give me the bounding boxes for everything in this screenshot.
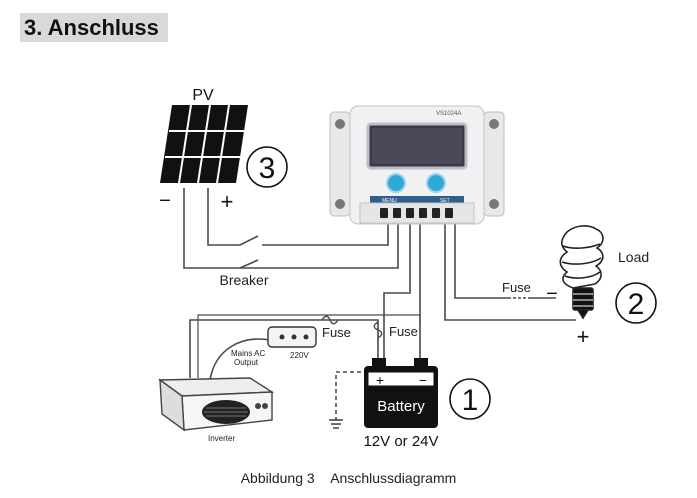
breaker-label: Breaker [219,272,268,288]
ac-socket [267,326,317,348]
load-minus-sign: − [546,283,558,305]
pv-minus-sign: − [159,190,171,212]
breaker-switch-lower [239,259,259,269]
fuse-battery-label: Fuse [389,324,418,339]
wire-pv-positive [207,188,240,246]
figure-number: Abbildung 3 [240,470,315,486]
battery [364,358,438,428]
controller-set-label: SET [440,198,450,204]
wire-inverter-positive [189,319,379,378]
pv-label: PV [192,87,214,104]
wire-inverter-negative [197,314,421,378]
wiring [183,188,576,429]
mains-ac-label-2: Output [234,358,259,367]
load-bulb [559,225,604,320]
fuse-battery-symbol [373,321,383,339]
figure-caption: Abbildung 3 Anschlussdiagramm [0,470,697,486]
pv-panel [160,104,248,184]
inverter-label: Inverter [208,434,235,443]
controller-menu-label: MENU [382,198,397,204]
marker-2: 2 [628,288,645,321]
marker-1-circle [449,378,491,420]
wire-battery-positive [383,223,411,360]
marker-1: 1 [462,384,479,417]
socket-voltage-label: 220V [290,351,309,360]
battery-voltage-label: 12V or 24V [363,433,438,450]
mains-ac-label-1: Mains AC [231,349,265,358]
section-heading: 3. Anschluss [24,15,159,40]
inverter [157,377,275,432]
pv-plus-sign: + [221,189,234,214]
fuse-load-label: Fuse [502,280,531,295]
marker-3: 3 [259,152,276,185]
wire-mains-output [209,338,271,381]
breaker-switch [239,235,259,246]
fuse-inverter-symbol [321,315,339,325]
fuse-inverter-label: Fuse [322,325,351,340]
wire-load-positive [444,223,576,321]
menu-knob [386,173,406,193]
figure-title: Anschlussdiagramm [330,470,457,486]
wire-ground [335,371,368,420]
battery-label: Battery [377,398,425,415]
load-plus-sign: + [577,324,590,349]
solar-charge-controller [329,105,505,225]
controller-brand: VS1024A [436,111,461,117]
wire-pv-negative [183,188,399,269]
set-knob [426,173,446,193]
load-label: Load [618,249,649,265]
marker-3-circle [246,146,288,188]
battery-minus-sign: − [419,372,427,388]
marker-2-circle [615,282,657,324]
wire-load-negative [454,223,508,299]
wire-pv-positive-2 [262,223,389,246]
heading-background [20,13,168,42]
battery-plus-sign: + [376,372,384,388]
